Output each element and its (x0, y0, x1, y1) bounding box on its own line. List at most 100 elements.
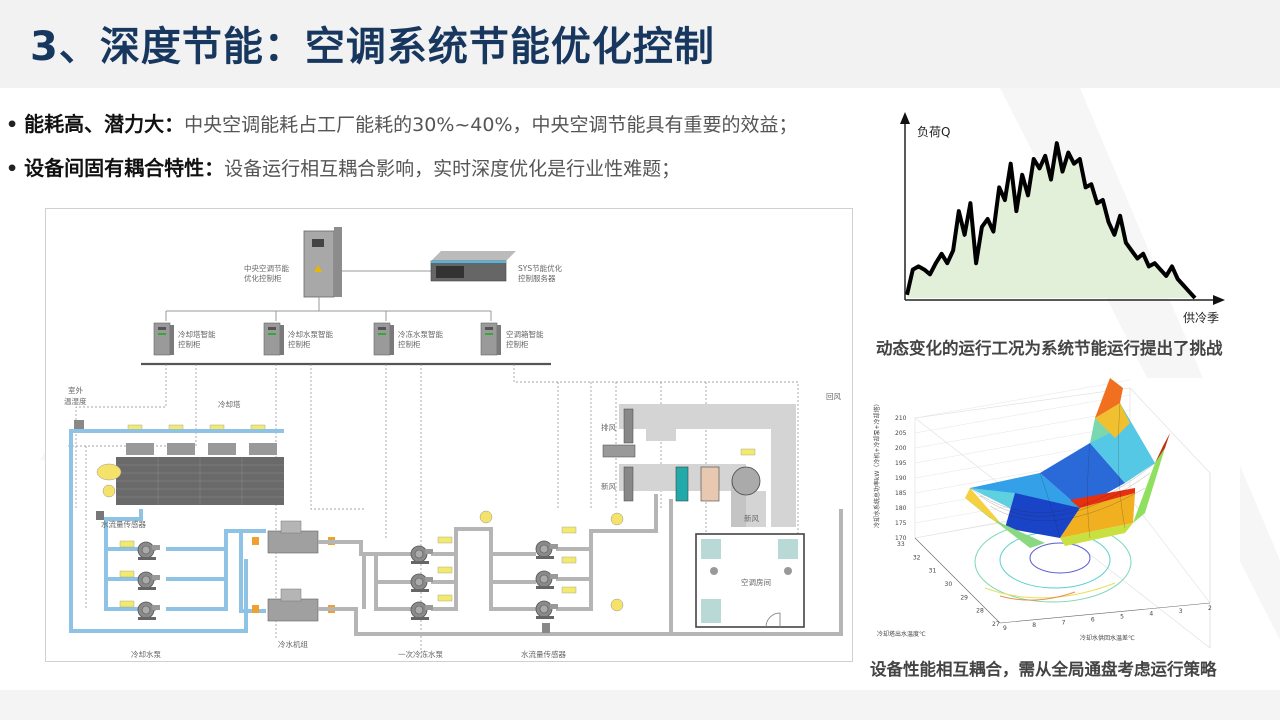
bullet-marker: • (6, 158, 19, 180)
filter (675, 466, 689, 502)
z-tick-label: 185 (895, 490, 907, 497)
cooling-pump-cabinet-label: 冷却水泵智能 (288, 329, 333, 339)
server-label: 控制服务器 (518, 273, 556, 283)
z-tick-label: 195 (895, 460, 907, 467)
central-cabinet-label: 优化控制柜 (244, 273, 282, 283)
bullet-text: 中央空调能耗占工厂能耗的30%~40%，中央空调节能具有重要的效益； (184, 114, 798, 136)
x-tick-label: 29 (960, 594, 968, 601)
flow-sensor-2-label: 水流量传感器 (521, 649, 566, 659)
load-series-line (905, 141, 1197, 300)
z-axis-label: 冷却水系统总功率kW（冷机+冷却泵+冷却塔） (873, 401, 881, 528)
y-tick-label: 6 (1091, 616, 1095, 623)
cooling-tower (116, 443, 284, 505)
secondary-pump-2 (535, 570, 559, 590)
z-tick-label: 190 (895, 475, 907, 482)
z-tick-label: 180 (895, 505, 907, 512)
surface-mesh (965, 378, 1170, 548)
primary-pump-label: 一次冷冻水泵 (398, 649, 443, 659)
cooling-pump-3 (137, 601, 161, 621)
z-tick-label: 210 (895, 415, 907, 422)
secondary-pump-1 (535, 540, 559, 560)
fresh-air-label-2: 新风 (744, 513, 759, 523)
fresh-air-label: 新风 (601, 481, 616, 491)
x-tick-label: 27 (992, 621, 1000, 628)
z-tick-label: 175 (895, 520, 907, 527)
chilled-water-pipe (318, 494, 843, 636)
flow-sensor-1-label: 水流量传感器 (101, 519, 146, 529)
z-tick-label: 200 (895, 445, 907, 452)
z-gridline (914, 379, 1131, 419)
z-tick-label: 205 (895, 430, 907, 437)
tower-control-cabinet (153, 322, 175, 356)
return-air-label: 回风 (826, 392, 841, 401)
ahu-cabinet-label: 控制柜 (506, 339, 529, 349)
cooling-tower-label: 冷却塔 (218, 399, 241, 409)
fresh-air-damper (623, 466, 634, 502)
primary-pump-3 (410, 601, 434, 621)
chilled-pump-cabinet-label: 冷冻水泵智能 (398, 329, 443, 339)
bullet-heading: 能耗高、潜力大： (24, 112, 185, 136)
cooling-water-pipe (69, 429, 284, 633)
conditioned-room (695, 533, 805, 628)
cooling-pump-label: 冷却水泵 (131, 649, 161, 659)
primary-pump-2 (410, 573, 434, 593)
humidity-sensor-icon (74, 420, 84, 429)
exhaust-damper (623, 408, 634, 444)
y-tick-label: 5 (1120, 614, 1124, 621)
mixing-damper (602, 444, 636, 458)
y-tick-label: 3 (1179, 608, 1183, 615)
x-tick-label: 28 (976, 608, 984, 615)
y-tick-label: 8 (1032, 622, 1036, 629)
y-axis-label-3d: 冷却水供回水温差℃ (1080, 634, 1135, 642)
cooling-pump-2 (137, 571, 161, 591)
y-axis-label: 负荷Q (917, 125, 950, 139)
y-axis-arrow-icon (900, 112, 910, 124)
bullet-heading: 设备间固有耦合特性： (24, 156, 225, 180)
room-label: 空调房间 (741, 577, 771, 587)
x-tick-label: 32 (913, 554, 921, 561)
central-control-cabinet (303, 227, 342, 298)
chiller-1 (267, 520, 319, 554)
secondary-pump-3 (535, 600, 559, 620)
cooling-pump-1 (137, 541, 161, 561)
chiller-label: 冷水机组 (278, 639, 308, 649)
chiller-2 (267, 588, 319, 622)
y-tick-label: 9 (1003, 625, 1007, 632)
chilled-pump-cabinet-label: 控制柜 (398, 339, 421, 349)
x-axis-ticks: 33 32 31 30 29 28 27 (897, 541, 1000, 628)
load-chart-caption: 动态变化的运行工况为系统节能运行提出了挑战 (876, 339, 1223, 358)
power-surface-chart: 170 175 180 185 190 195 200 205 210 33 32 31 30 29 28… (865, 378, 1240, 648)
bullet-marker: • (6, 114, 19, 136)
chilled-pump-control-cabinet (373, 322, 395, 356)
bullet-text: 设备运行相互耦合影响，实时深度优化是行业性难题； (224, 158, 681, 180)
server-label: SYS节能优化 (518, 263, 563, 273)
x-axis-label: 供冷季 (1183, 311, 1219, 325)
outdoor-humidity-label: 温湿度 (64, 396, 87, 406)
title-bar: 3、深度节能：空调系统节能优化控制 (0, 0, 1280, 88)
x-tick-label: 30 (945, 581, 953, 588)
optimization-server (430, 251, 516, 282)
cooling-pump-control-cabinet (263, 322, 285, 356)
tower-cabinet-label: 冷却塔智能 (178, 329, 216, 339)
outdoor-humidity-label: 室外 (68, 385, 83, 395)
x-axis-arrow-icon (1213, 295, 1225, 305)
y-tick-label: 4 (1149, 611, 1153, 618)
page-title: 3、深度节能：空调系统节能优化控制 (30, 24, 715, 70)
air-duct (619, 404, 796, 527)
ahu-control-cabinet (480, 322, 502, 356)
x-tick-label: 31 (929, 568, 937, 575)
central-cabinet-label: 中央空调节能 (244, 263, 289, 273)
exhaust-air-label: 排风 (601, 422, 616, 432)
load-area-fill (907, 143, 1195, 298)
z-tick-label: 170 (895, 535, 907, 542)
ahu-cabinet-label: 空调箱智能 (506, 329, 544, 339)
hvac-system-diagram: 中央空调节能 优化控制柜 SYS节能优化 控制服务器 冷却塔智能 控制柜 冷却水… (45, 208, 853, 662)
load-curve-chart: 负荷Q 供冷季 (900, 112, 1225, 325)
x-tick-label: 33 (897, 541, 905, 548)
surface-chart-caption: 设备性能相互耦合，需从全局通盘考虑运行策略 (870, 660, 1217, 679)
supply-fan (731, 466, 761, 496)
cooling-pump-cabinet-label: 控制柜 (288, 339, 311, 349)
tower-cabinet-label: 控制柜 (178, 339, 201, 349)
x-axis-label-3d: 冷却塔出水温度℃ (877, 630, 926, 638)
